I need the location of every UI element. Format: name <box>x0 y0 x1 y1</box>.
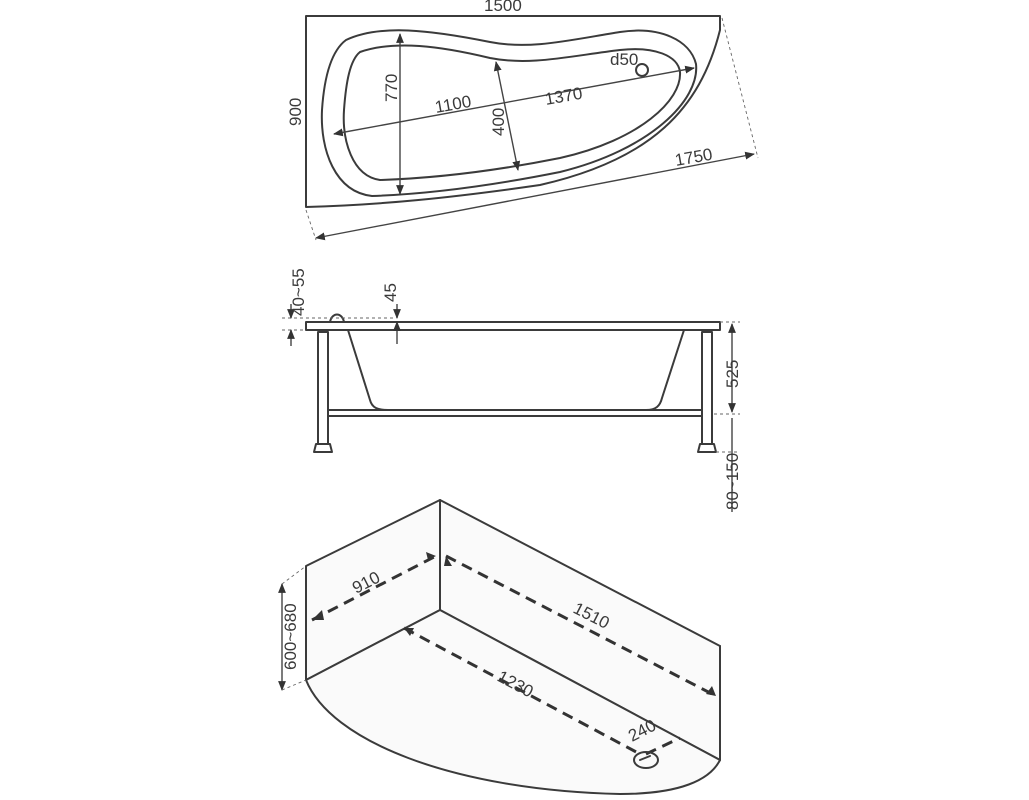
dim-inner-width-label: 770 <box>382 74 401 102</box>
panel-front-curve <box>305 609 721 795</box>
dim-line-1230 <box>403 626 641 756</box>
dim-body-height-label: 525 <box>723 360 742 388</box>
dim-panel-height-label: 600~680 <box>281 603 300 670</box>
tub-rim <box>305 321 721 331</box>
dim-depth-label: 900 <box>286 98 305 126</box>
frame-leg-right <box>701 331 713 445</box>
panel-drain-icon <box>633 751 659 769</box>
dim-diagonal-label: 1750 <box>673 145 714 170</box>
dim-inner-length-2-label: 1370 <box>543 84 584 109</box>
frame-crossbar <box>327 409 703 417</box>
tub-basin-side <box>347 329 685 411</box>
dim-line-240 <box>645 736 681 756</box>
dim-inner-width-2-label: 400 <box>489 108 508 136</box>
dim-inner-length-label: 1100 <box>433 92 472 117</box>
dim-line-1510 <box>445 554 717 698</box>
dim-rim-gap-label: 40~55 <box>289 268 308 316</box>
frame-leg-left <box>317 331 329 445</box>
dim-width-label: 1500 <box>484 0 522 15</box>
side-view: 40~55 45 525 80~150 <box>282 268 742 512</box>
drain-label: d50 <box>610 50 638 69</box>
panel-view: 910 1510 1230 240 600~680 <box>278 499 721 795</box>
frame-foot-left <box>313 443 333 453</box>
tub-rim-outer <box>320 29 698 197</box>
dim-rim-height-label: 45 <box>381 283 400 302</box>
frame-foot-right <box>697 443 717 453</box>
top-view: 1500 900 1750 1100 1370 770 400 d50 <box>286 0 759 241</box>
dim-leg-height-label: 80~150 <box>723 453 742 510</box>
dim-line-1750 <box>315 151 755 241</box>
dim-line-910 <box>311 554 437 622</box>
dim-line-400 <box>493 61 521 171</box>
